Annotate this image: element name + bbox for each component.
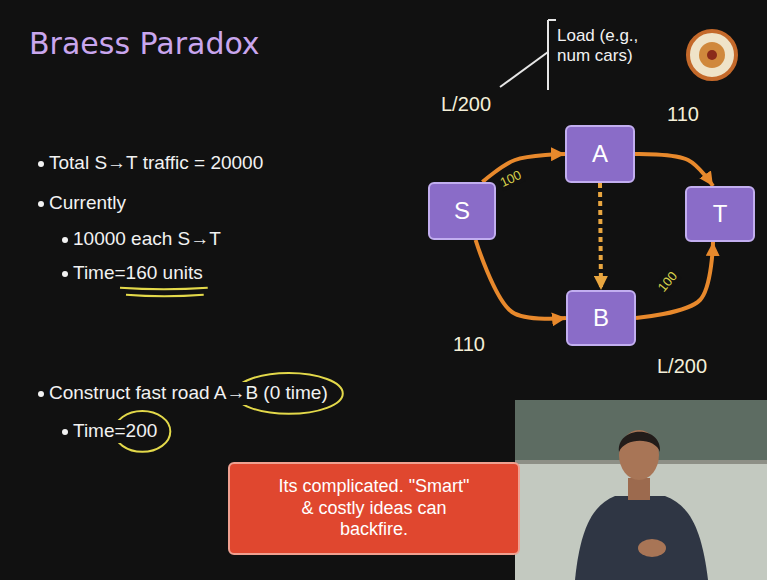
node-label: T bbox=[713, 200, 728, 229]
road-arrow bbox=[636, 242, 713, 318]
callout-note: Load (e.g., num cars) bbox=[556, 26, 676, 67]
bullet-text: Total S→T traffic = 20000 bbox=[48, 152, 264, 175]
flow-annotation: 100 bbox=[497, 167, 525, 191]
logo-core bbox=[699, 42, 725, 68]
callout-tick bbox=[548, 19, 556, 21]
inset-wall bbox=[515, 400, 767, 580]
warning-box: Its complicated. "Smart" & costly ideas … bbox=[228, 462, 520, 555]
institute-logo bbox=[688, 31, 736, 79]
edge-label: L/200 bbox=[440, 92, 492, 116]
bullet-dot bbox=[38, 391, 44, 397]
node-label: A bbox=[592, 140, 608, 169]
edge-label: 110 bbox=[452, 332, 486, 356]
note-text: Its complicated. "Smart" & costly ideas … bbox=[277, 476, 472, 541]
bullet-dot bbox=[62, 271, 68, 277]
road-arrow bbox=[600, 183, 601, 290]
node-label: S bbox=[454, 197, 470, 226]
bullet-dot bbox=[38, 161, 44, 167]
callout-bar bbox=[547, 20, 549, 90]
leader-line bbox=[500, 52, 548, 87]
bullet-text: Time=200 bbox=[72, 420, 158, 443]
speaker-hand bbox=[638, 539, 666, 557]
road-arrow bbox=[476, 240, 566, 319]
bullet-dot bbox=[62, 429, 68, 435]
road-arrow bbox=[635, 154, 713, 186]
edge-label: 110 bbox=[666, 102, 700, 126]
speaker-hair bbox=[619, 432, 660, 452]
underline bbox=[120, 288, 208, 290]
graph-node: B bbox=[566, 290, 636, 346]
callout-bracket bbox=[500, 20, 556, 90]
graph-node: S bbox=[428, 182, 496, 240]
underline bbox=[126, 295, 204, 297]
logo-dot bbox=[707, 50, 717, 60]
video-inset bbox=[515, 400, 767, 580]
graph-node: A bbox=[565, 125, 635, 183]
node-label: B bbox=[593, 304, 609, 333]
bullet-text: Time=160 units bbox=[72, 262, 204, 285]
logo-ring bbox=[688, 31, 736, 79]
edge-label: L/200 bbox=[656, 354, 708, 378]
bullet-dot bbox=[62, 237, 68, 243]
bullet-dot bbox=[38, 201, 44, 207]
speaker-body bbox=[575, 496, 708, 580]
slide-title: Braess Paradox bbox=[28, 26, 261, 62]
flow-annotation: 100 bbox=[654, 268, 681, 296]
bullet-text: Currently bbox=[48, 192, 127, 215]
graph-node: T bbox=[685, 186, 755, 242]
bullet-text: 10000 each S→T bbox=[72, 228, 222, 251]
speaker-neck bbox=[628, 478, 650, 500]
bullet-text: Construct fast road A→B (0 time) bbox=[48, 382, 329, 405]
